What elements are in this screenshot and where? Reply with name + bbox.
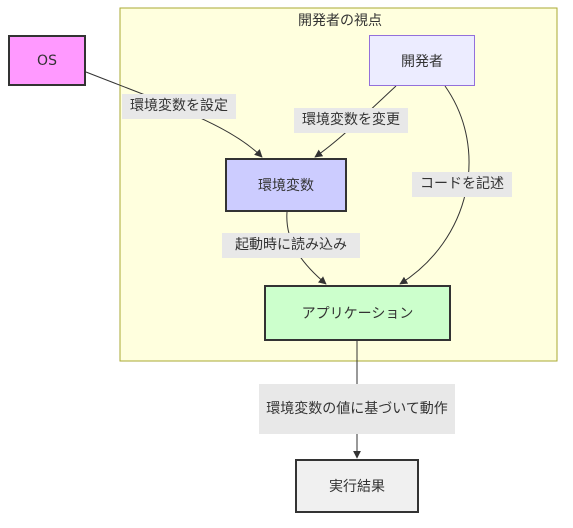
edge-label-dev-to-app: コードを記述 (412, 172, 512, 197)
node-result: 実行結果 (295, 459, 419, 513)
cluster-title: 開発者の視点 (298, 13, 382, 29)
edge-label-env-to-app: 起動時に読み込み (222, 233, 360, 258)
edge-label-os-to-env: 環境変数を設定 (122, 94, 236, 119)
edge-label-app-to-result: 環境変数の値に基づいて動作 (259, 384, 455, 434)
node-developer: 開発者 (369, 35, 475, 86)
node-application: アプリケーション (264, 285, 451, 341)
node-env-vars: 環境変数 (225, 158, 347, 212)
node-os: OS (8, 35, 86, 86)
edge-label-dev-to-env: 環境変数を変更 (294, 108, 408, 133)
